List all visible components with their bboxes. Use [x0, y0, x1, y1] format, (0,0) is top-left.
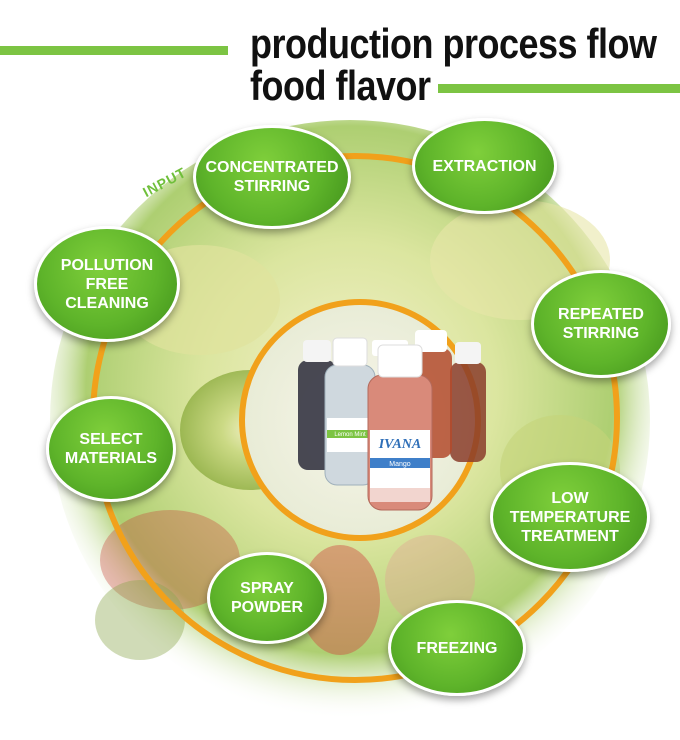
step-select-materials[interactable]: SELECT MATERIALS — [46, 396, 176, 502]
strawberry-shape — [300, 545, 380, 655]
step-repeated-stirring[interactable]: REPEATED STIRRING — [531, 270, 671, 378]
step-concentrated-stirring[interactable]: CONCENTRATED STIRRING — [193, 125, 351, 229]
step-label: FREEZING — [416, 639, 498, 657]
product-bottles — [298, 330, 486, 511]
step-label: SELECT MATERIALS — [64, 431, 158, 467]
step-label: POLLUTION FREE CLEANING — [60, 256, 154, 312]
step-label: LOW TEMPERATURE TREATMENT — [509, 489, 631, 545]
step-extraction[interactable]: EXTRACTION — [412, 118, 557, 214]
step-label: SPRAY POWDER — [231, 580, 303, 616]
step-low-temperature-treatment[interactable]: LOW TEMPERATURE TREATMENT — [490, 462, 650, 572]
product-label-mango: Mango — [389, 461, 411, 468]
product-brand-text: IVANA — [378, 437, 422, 452]
title-bar-right — [438, 84, 680, 93]
page-subtitle: food flavor — [250, 62, 431, 110]
fruit-shape — [95, 580, 185, 660]
step-label: CONCENTRATED STIRRING — [205, 159, 339, 195]
step-label: EXTRACTION — [432, 157, 537, 175]
step-spray-powder[interactable]: SPRAY POWDER — [207, 552, 327, 644]
page-title: production process flow — [250, 20, 657, 68]
step-freezing[interactable]: FREEZING — [388, 600, 526, 696]
step-label: REPEATED STIRRING — [558, 306, 644, 342]
title-bar-left — [0, 46, 228, 55]
strawberry-shape — [100, 510, 240, 610]
step-pollution-free-cleaning[interactable]: POLLUTION FREE CLEANING — [34, 226, 180, 342]
product-label-lemon-mint: Lemon Mint — [334, 432, 366, 438]
